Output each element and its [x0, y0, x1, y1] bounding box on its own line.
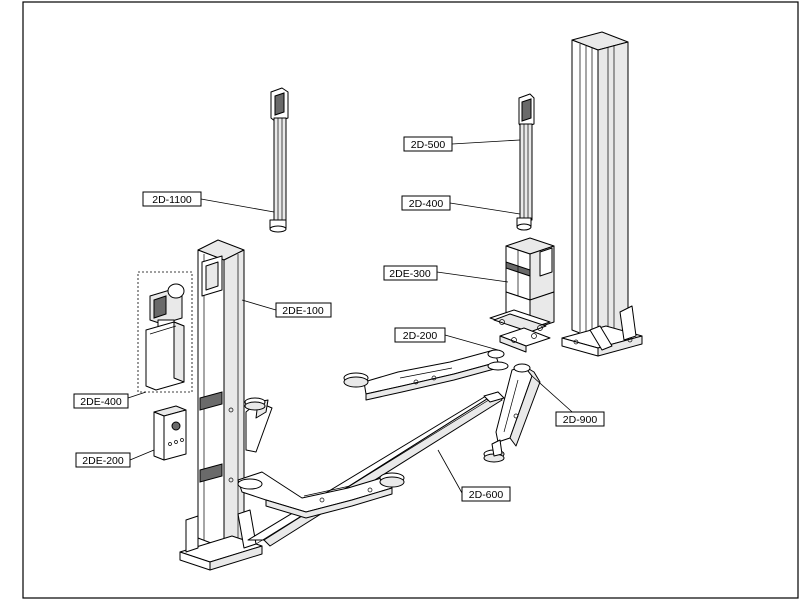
label-2d-1100: 2D-1100 [142, 191, 202, 207]
label-2d-600: 2D-600 [461, 486, 511, 502]
drawing-frame [22, 1, 799, 599]
label-2de-100: 2DE-100 [275, 302, 332, 318]
upper-arm [343, 349, 509, 401]
right-column [561, 31, 643, 357]
label-2d-400: 2D-400 [401, 195, 451, 211]
power-unit [137, 271, 193, 393]
label-text: 2D-900 [563, 414, 598, 426]
label-2de-200: 2DE-200 [75, 452, 131, 468]
label-text: 2DE-400 [80, 396, 122, 408]
carriage-right [516, 93, 535, 231]
leader-lines [127, 139, 581, 494]
left-column [179, 239, 263, 571]
label-2d-200: 2D-200 [394, 327, 446, 343]
label-text: 2D-400 [409, 198, 444, 210]
side-arm [244, 397, 273, 453]
label-2d-500: 2D-500 [403, 136, 453, 152]
carriage-block [489, 237, 555, 353]
control-box [153, 405, 187, 461]
label-text: 2DE-300 [389, 268, 431, 280]
long-arm [247, 391, 505, 547]
label-2de-300: 2DE-300 [383, 265, 438, 281]
lower-right-arm [483, 363, 541, 463]
front-arm [237, 471, 405, 519]
label-text: 2D-600 [469, 489, 504, 501]
label-text: 2D-500 [411, 139, 446, 151]
label-text: 2DE-100 [282, 305, 324, 317]
label-2de-400: 2DE-400 [73, 393, 129, 409]
label-text: 2D-200 [403, 330, 438, 342]
label-2d-900: 2D-900 [555, 411, 605, 427]
carriage-left [269, 87, 289, 233]
label-text: 2DE-200 [82, 455, 124, 467]
label-text: 2D-1100 [152, 194, 192, 206]
